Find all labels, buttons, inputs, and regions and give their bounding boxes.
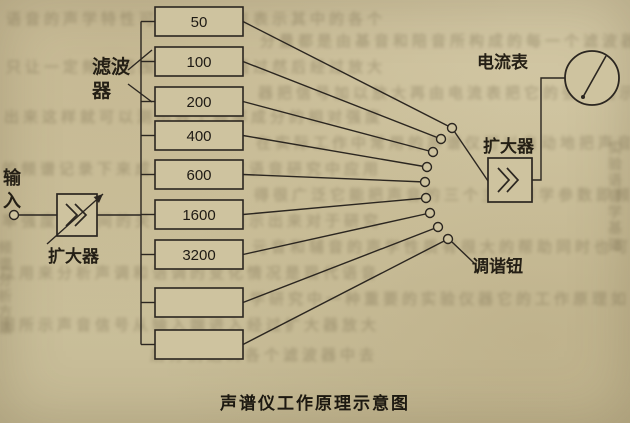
filter-frequency: 200 — [186, 94, 211, 111]
tuning-knob-pointer — [451, 241, 475, 264]
selector-arm — [451, 127, 489, 182]
filter-frequency-labels: 50 100 200 400 600 1600 3200 — [182, 14, 215, 264]
ammeter-label: 电流表 — [477, 53, 528, 72]
contact-circle — [424, 207, 436, 219]
filter-bank — [154, 6, 244, 360]
figure-caption: 声谱仪工作原理示意图 — [220, 394, 410, 413]
output-amplifier — [487, 157, 533, 203]
meter-dial — [564, 50, 620, 106]
input-label: 输入 — [3, 168, 21, 212]
wires — [18, 20, 565, 346]
amp-to-meter-wire — [532, 77, 565, 181]
filter-frequency: 3200 — [182, 247, 215, 264]
contact-circle — [432, 221, 444, 233]
contact-circle — [442, 233, 454, 245]
contact-circle — [435, 133, 447, 145]
amplifier-chevron-icon — [506, 167, 520, 193]
contact-circle — [420, 192, 432, 204]
filter-box — [154, 329, 244, 360]
filter-box — [154, 120, 244, 151]
selector-contacts — [419, 122, 458, 245]
contact-circle — [421, 161, 433, 173]
contact-circle — [427, 146, 439, 158]
filter-box — [154, 159, 244, 190]
filter-frequency: 100 — [186, 54, 211, 71]
output-amplifier-label: 扩大器 — [483, 137, 534, 156]
gain-arrow — [46, 193, 104, 245]
filter-box — [154, 46, 244, 77]
tuning-knob-label: 调谐钮 — [472, 257, 523, 276]
filter-frequency: 50 — [191, 14, 208, 31]
filter-box — [154, 6, 244, 37]
filter-box — [154, 239, 244, 270]
filter-box — [154, 287, 244, 318]
gain-arrowhead-icon — [93, 194, 103, 203]
filter-box — [154, 199, 244, 230]
meter-needle-icon — [582, 55, 607, 98]
ammeter — [564, 50, 620, 106]
amplifier-chevron-icon — [65, 203, 79, 227]
input-amplifier — [46, 193, 104, 245]
filter-bank-label: 滤波器 — [92, 57, 131, 102]
filter-output-wires — [242, 20, 453, 346]
amplifier-chevron-icon — [497, 167, 511, 193]
input-terminal — [8, 209, 20, 221]
contact-circle — [419, 176, 431, 188]
filter-frequency: 1600 — [182, 207, 215, 224]
amplifier-chevron-icon — [74, 203, 88, 227]
contact-circle — [446, 122, 458, 134]
meter-needle-pivot — [581, 95, 585, 99]
filter-frequency: 400 — [186, 128, 211, 145]
filter-box — [154, 86, 244, 117]
input-amplifier-label: 扩大器 — [48, 247, 99, 266]
filter-frequency: 600 — [186, 167, 211, 184]
